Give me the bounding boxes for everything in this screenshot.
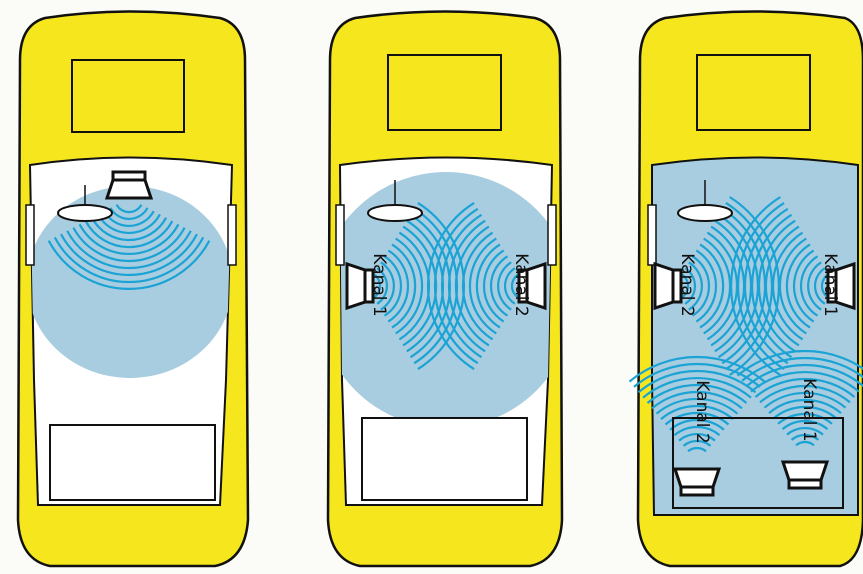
rear-window xyxy=(50,425,215,500)
speaker-icon xyxy=(783,462,827,488)
speaker-icon xyxy=(107,172,151,198)
mirror xyxy=(678,205,732,221)
roof-vent xyxy=(72,60,184,132)
door-right xyxy=(548,205,556,265)
channel-label: Kanal 1 xyxy=(799,378,819,441)
roof-vent xyxy=(388,55,501,130)
channel-label: Kanal 2 xyxy=(692,380,712,443)
roof-vent xyxy=(697,55,810,130)
mirror xyxy=(368,205,422,221)
door-left xyxy=(26,205,34,265)
door-left xyxy=(336,205,344,265)
car-1 xyxy=(18,12,248,567)
car-2: Kanal 1 Kanal 2 xyxy=(318,12,574,567)
mirror xyxy=(58,205,112,221)
channel-label: Kanal 2 xyxy=(511,253,531,316)
car-3: Kanal 2 Kanal 1 Kanal 2 Kanal 1 xyxy=(630,12,863,567)
channel-label: Kanal 1 xyxy=(369,253,389,316)
door-left xyxy=(648,205,656,265)
channel-label: Kanal 2 xyxy=(677,253,697,316)
channel-label: Kanal 1 xyxy=(820,253,840,316)
door-right xyxy=(228,205,236,265)
speaker-icon xyxy=(675,469,719,495)
rear-window xyxy=(362,418,527,500)
